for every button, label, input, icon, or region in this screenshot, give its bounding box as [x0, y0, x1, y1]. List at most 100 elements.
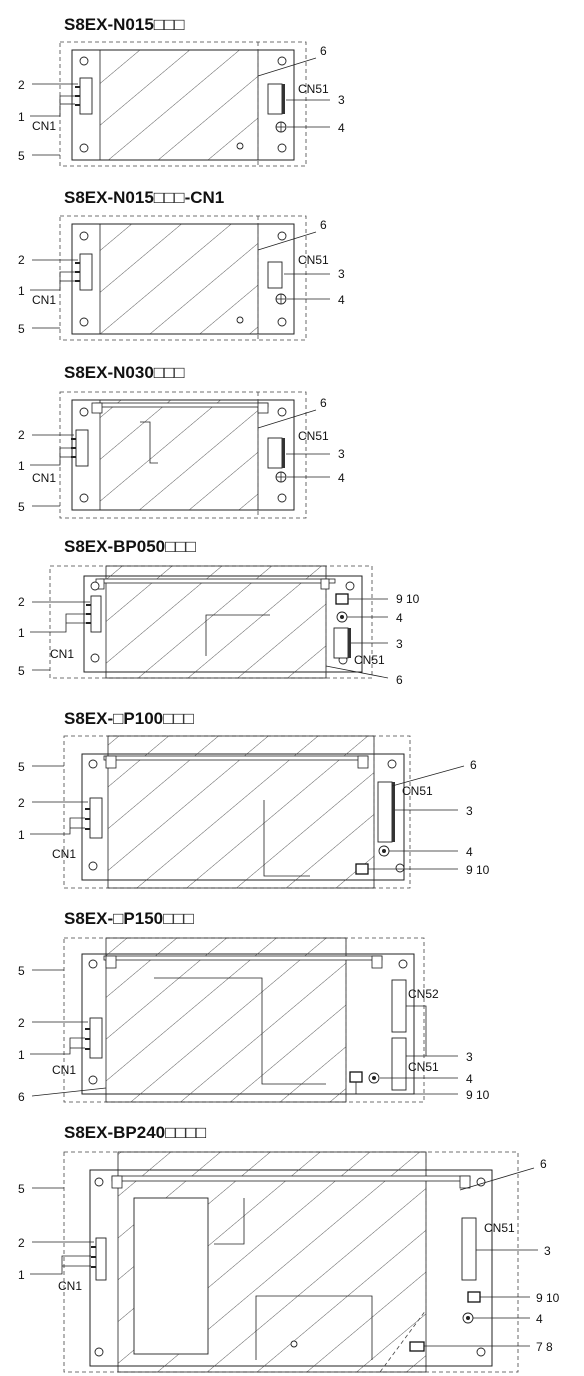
cn51-connector	[461, 1217, 477, 1281]
label-3: 3	[466, 804, 473, 818]
cn1-connector	[89, 797, 103, 839]
diagram-title: S8EX-BP240□□□□	[64, 1123, 206, 1142]
mount-hole	[236, 142, 244, 150]
mount-hole	[79, 56, 89, 66]
cover-outline	[63, 735, 411, 889]
label-cn1: CN1	[52, 847, 76, 861]
diagram-title: S8EX-N030□□□	[64, 363, 185, 382]
label-1: 1	[18, 626, 25, 640]
cover-outline	[59, 41, 307, 167]
label-3: 3	[338, 93, 345, 107]
label-9-10: 9 10	[466, 863, 490, 877]
label-6: 6	[18, 1090, 25, 1104]
heatsink-area	[99, 399, 259, 511]
mount-hole	[79, 143, 89, 153]
label-3: 3	[466, 1050, 473, 1064]
cn51-connector	[267, 261, 283, 289]
label-3: 3	[338, 267, 345, 281]
cn-910-connector	[335, 593, 349, 605]
label-2: 2	[18, 1016, 25, 1030]
cn1-connector	[89, 1017, 103, 1059]
label-cn1: CN1	[58, 1279, 82, 1293]
label-4: 4	[338, 293, 345, 307]
label-6: 6	[320, 396, 327, 410]
cn51-connector	[267, 83, 283, 115]
label-cn51: CN51	[298, 82, 329, 96]
label-cn51: CN51	[298, 253, 329, 267]
label-4: 4	[396, 611, 403, 625]
cn51-connector	[377, 781, 393, 843]
label-1: 1	[18, 110, 25, 124]
label-6: 6	[470, 758, 477, 772]
label-cn52: CN52	[408, 987, 439, 1001]
heatsink-area	[105, 937, 347, 1103]
label-5: 5	[18, 1182, 25, 1196]
cn52-connector	[391, 979, 407, 1033]
label-5: 5	[18, 964, 25, 978]
label-1: 1	[18, 1048, 25, 1062]
diagram-n015-cn1: S8EX-N015□□□-CN1 2 1 CN1 5 6 CN51 3 4	[18, 188, 345, 341]
divider-line	[379, 1152, 427, 1373]
label-2: 2	[18, 595, 25, 609]
label-9-10: 9 10	[396, 592, 420, 606]
label-2: 2	[18, 428, 25, 442]
cn51-connector	[333, 627, 349, 659]
diagram-n015: S8EX-N015□□□ 2 1 CN1 5 6 CN51 3 4	[18, 15, 345, 167]
label-cn51: CN51	[298, 429, 329, 443]
cn1-connector	[79, 77, 93, 115]
transformer-block	[133, 1197, 209, 1355]
cn1-connector	[79, 253, 93, 291]
diagram-p100: S8EX-□P100□□□ 5 2 1 CN1 6 CN51 3 4 9 10	[18, 709, 490, 889]
label-1: 1	[18, 284, 25, 298]
label-cn51: CN51	[408, 1060, 439, 1074]
label-5: 5	[18, 760, 25, 774]
label-5: 5	[18, 322, 25, 336]
cn-910-connector	[467, 1291, 481, 1303]
diagram-n030: S8EX-N030□□□ 2 1 CN1 5 6 CN51 3 4	[18, 363, 345, 519]
diagram-title: S8EX-□P150□□□	[64, 909, 194, 928]
cn1-connector	[75, 429, 89, 467]
label-9-10: 9 10	[466, 1088, 490, 1102]
cn-78-connector	[409, 1341, 425, 1352]
label-cn1: CN1	[32, 293, 56, 307]
label-4: 4	[466, 1072, 473, 1086]
label-6: 6	[540, 1157, 547, 1171]
cn-910-connector	[349, 1071, 363, 1083]
label-6: 6	[320, 218, 327, 232]
label-2: 2	[18, 796, 25, 810]
cn1-connector	[90, 595, 102, 633]
heatsink-area	[105, 565, 327, 679]
diagram-title: S8EX-BP050□□□	[64, 537, 196, 556]
heatsink-area	[107, 735, 375, 889]
cn51-connector	[391, 1037, 407, 1091]
label-2: 2	[18, 1236, 25, 1250]
bracket	[99, 578, 336, 584]
heatsink-area	[99, 223, 259, 335]
label-4: 4	[338, 471, 345, 485]
diagram-bp240: S8EX-BP240□□□□ 5 2 1 CN1 6 CN51	[18, 1123, 560, 1373]
cn1-connector	[95, 1237, 107, 1281]
bracket	[103, 955, 383, 961]
mount-hole	[277, 56, 287, 66]
label-cn1: CN1	[32, 471, 56, 485]
label-4: 4	[466, 845, 473, 859]
bracket	[103, 755, 369, 761]
label-9-10: 9 10	[536, 1291, 560, 1305]
label-cn1: CN1	[50, 647, 74, 661]
label-4: 4	[536, 1312, 543, 1326]
label-5: 5	[18, 500, 25, 514]
label-3: 3	[338, 447, 345, 461]
label-6: 6	[396, 673, 403, 687]
label-4: 4	[338, 121, 345, 135]
label-cn1: CN1	[32, 119, 56, 133]
label-1: 1	[18, 1268, 25, 1282]
bracket	[95, 402, 269, 408]
label-1: 1	[18, 459, 25, 473]
label-cn51: CN51	[484, 1221, 515, 1235]
cn-910-connector	[355, 863, 369, 875]
label-5: 5	[18, 664, 25, 678]
label-2: 2	[18, 78, 25, 92]
diagram-title: S8EX-N015□□□	[64, 15, 185, 34]
cover-outline	[59, 215, 307, 341]
